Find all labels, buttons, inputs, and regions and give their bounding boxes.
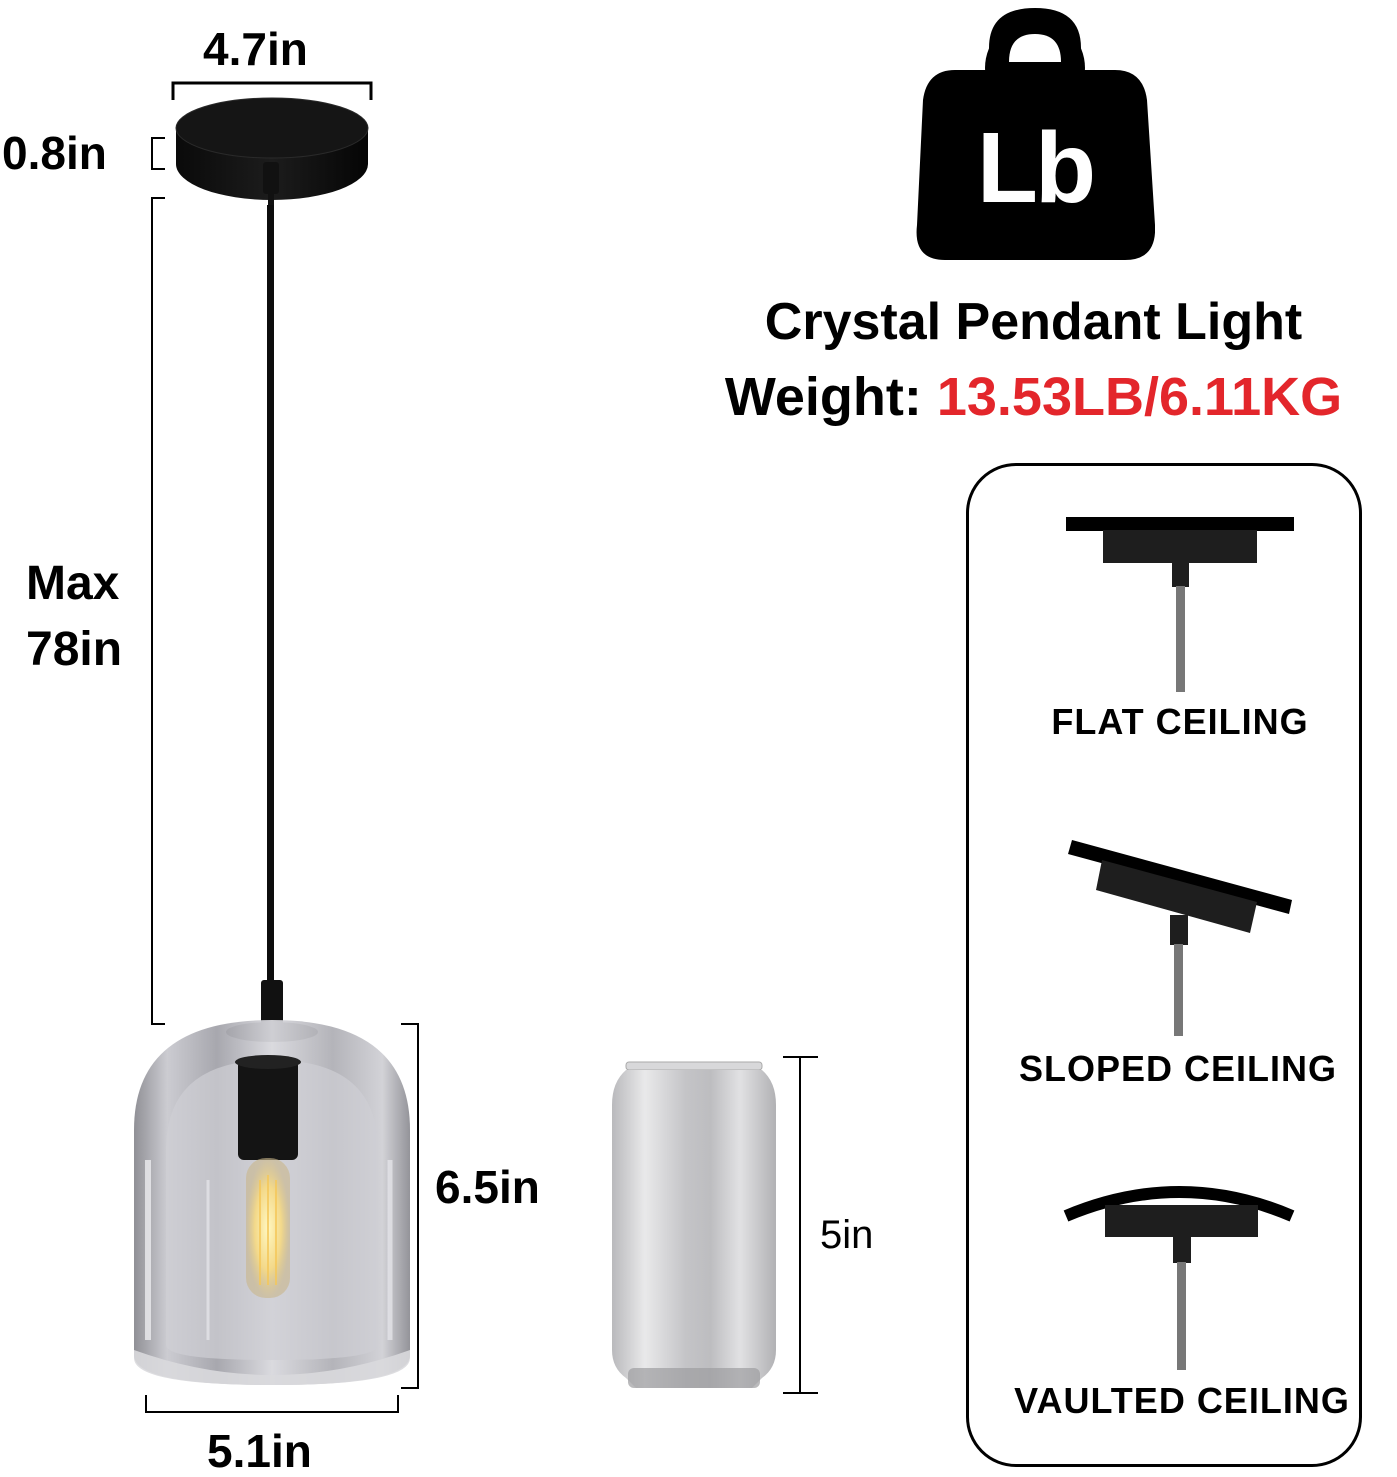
shade-height-bracket <box>401 1023 419 1389</box>
shade-width-label: 5.1in <box>207 1425 312 1477</box>
can-height-bracket <box>783 1056 818 1394</box>
pendant-cord <box>267 205 274 995</box>
canopy-height-label: 0.8in <box>2 127 107 179</box>
vaulted-ceiling-icon <box>1063 1186 1295 1370</box>
flat-ceiling-icon <box>1066 517 1294 692</box>
weight-icon-label: Lb <box>976 112 1096 224</box>
sloped-ceiling-label: SLOPED CEILING <box>1018 1048 1338 1089</box>
cord-length-label-line1: Max <box>26 557 120 610</box>
product-weight: Weight: 13.53LB/6.11KG <box>670 370 1397 424</box>
weight-value: 13.53LB/6.11KG <box>936 367 1343 427</box>
kettlebell-icon <box>916 8 1155 260</box>
ceiling-compatibility-panel <box>966 463 1362 1467</box>
weight-icon: Lb <box>915 0 1155 265</box>
sloped-ceiling-icon <box>1068 840 1292 1036</box>
soda-can-comparison: 5in <box>600 1040 900 1410</box>
canopy-width-label: 4.7in <box>203 23 308 75</box>
product-title: Crystal Pendant Light <box>764 293 1303 351</box>
weight-label: Weight: <box>724 367 922 427</box>
shade-width-bracket <box>145 1395 399 1413</box>
can-height-label: 5in <box>820 1213 874 1257</box>
soda-can <box>612 1061 776 1388</box>
glass-shade <box>134 980 410 1385</box>
canopy-height-bracket <box>151 137 165 170</box>
flat-ceiling-label: FLAT CEILING <box>1051 701 1309 742</box>
pendant-diagram: 4.7in 0.8in Max 78in <box>0 0 600 1476</box>
ceiling-canopy <box>175 97 369 212</box>
cord-length-bracket <box>151 197 165 1025</box>
shade-height-label: 6.5in <box>435 1161 540 1213</box>
vaulted-ceiling-label: VAULTED CEILING <box>1014 1380 1350 1421</box>
cord-length-label-line2: 78in <box>26 623 123 676</box>
canopy-width-bracket <box>171 81 373 100</box>
